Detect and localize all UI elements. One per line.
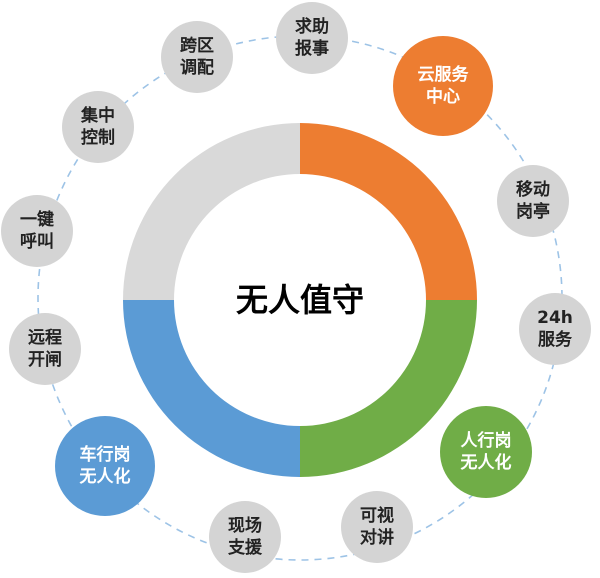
node-label-xianchang: 现场 <box>228 516 262 536</box>
node-label-keshi: 可视 <box>360 505 394 526</box>
node-label-fuwu24: 服务 <box>538 329 573 350</box>
node-circle-xianchang <box>209 501 281 573</box>
node-label-yijian: 呼叫 <box>20 232 54 252</box>
node-label-kuaqu: 跨区 <box>180 36 214 56</box>
center-title: 无人值守 <box>236 281 364 319</box>
node-circle-chexing <box>55 416 155 516</box>
feature-nodes: 求助报事云服务中心移动岗亭24h服务人行岗无人化可视对讲现场支援车行岗无人化远程… <box>1 2 591 573</box>
node-label-kuaqu: 调配 <box>180 58 214 78</box>
node-label-yidong: 岗亭 <box>516 201 550 222</box>
ring-segment-green <box>300 300 477 477</box>
ring-segment-gray <box>123 123 300 300</box>
node-circle-qiuzhu <box>276 2 348 74</box>
node-circle-fuwu24 <box>519 293 591 365</box>
node-circle-kuaqu <box>161 21 233 93</box>
node-circle-yunfuwu <box>393 36 493 136</box>
node-circle-yuancheng <box>9 313 81 385</box>
node-label-jizhong: 控制 <box>81 127 115 148</box>
node-label-yuancheng: 开闸 <box>28 349 62 370</box>
node-label-yijian: 一键 <box>20 209 54 230</box>
node-label-qiuzhu: 报事 <box>295 38 329 59</box>
node-label-fuwu24: 24h <box>537 308 573 328</box>
node-label-qiuzhu: 求助 <box>295 16 329 37</box>
node-label-jizhong: 集中 <box>80 105 115 126</box>
ring-segment-blue <box>123 300 300 477</box>
node-label-keshi: 对讲 <box>360 527 394 548</box>
node-label-xianchang: 支援 <box>228 537 263 558</box>
ring-segment-orange <box>300 123 477 300</box>
node-circle-keshi <box>341 491 413 563</box>
node-label-yidong: 移动 <box>516 179 550 200</box>
node-label-renxing: 人行岗 <box>461 430 512 451</box>
node-circle-yijian <box>1 195 73 267</box>
node-label-yunfuwu: 云服务 <box>418 64 470 85</box>
node-label-renxing: 无人化 <box>460 452 512 473</box>
node-label-yunfuwu: 中心 <box>426 86 460 107</box>
node-label-chexing: 车行岗 <box>80 444 131 465</box>
node-circle-renxing <box>440 406 532 498</box>
node-label-chexing: 无人化 <box>79 466 131 487</box>
node-circle-jizhong <box>62 91 134 163</box>
central-donut-ring <box>123 123 477 477</box>
node-circle-yidong <box>497 165 569 237</box>
node-label-yuancheng: 远程 <box>28 328 62 348</box>
